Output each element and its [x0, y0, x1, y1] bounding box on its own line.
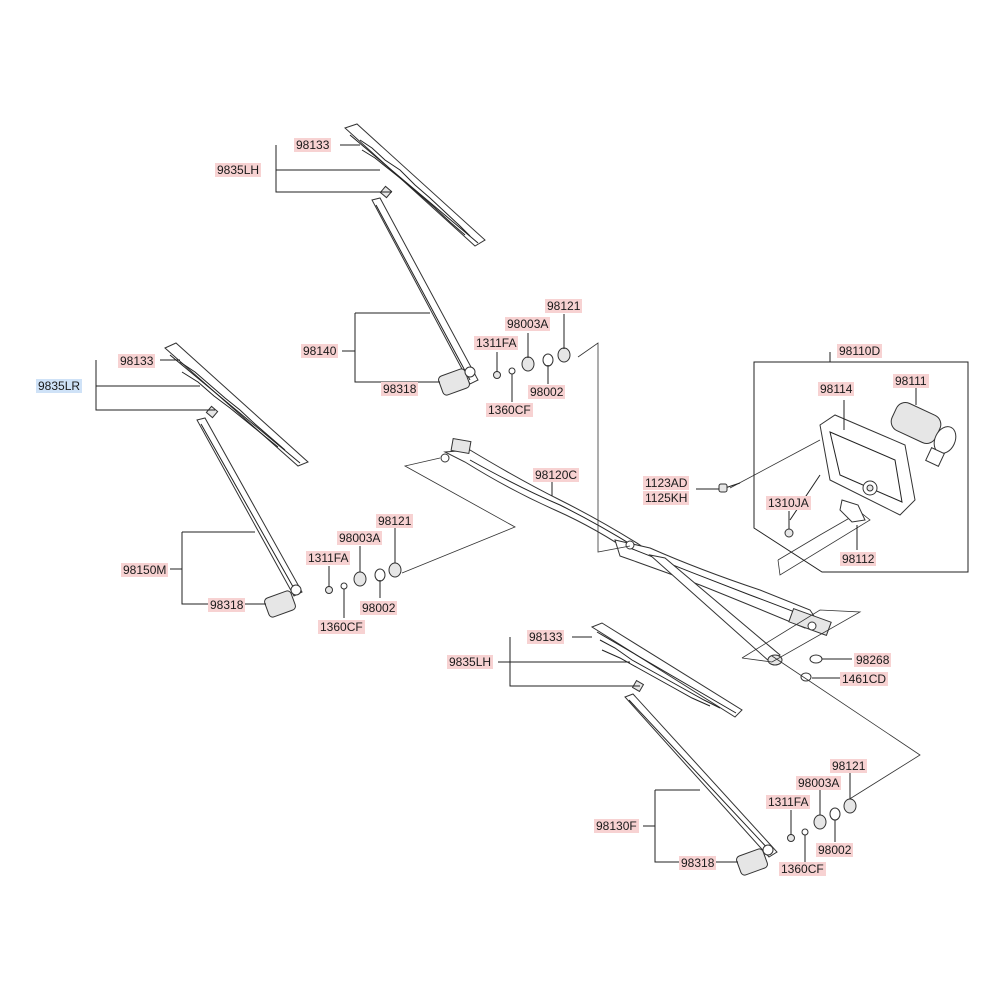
label-1311fa-top[interactable]: 1311FA — [474, 336, 519, 350]
label-98121-bottom[interactable]: 98121 — [830, 759, 868, 773]
label-1461cd[interactable]: 1461CD — [840, 672, 889, 686]
label-1360cf-bottom[interactable]: 1360CF — [779, 862, 826, 876]
motor-hardware — [718, 482, 866, 538]
label-98150m[interactable]: 98150M — [121, 563, 169, 577]
label-1311fa-left[interactable]: 1311FA — [306, 551, 351, 565]
label-98318-top[interactable]: 98318 — [381, 382, 419, 396]
label-1311fa-bottom[interactable]: 1311FA — [766, 795, 811, 809]
label-98130f[interactable]: 98130F — [594, 819, 639, 833]
top-wiper-arm — [371, 197, 479, 396]
label-98002-top[interactable]: 98002 — [528, 385, 566, 399]
label-98121-top[interactable]: 98121 — [545, 299, 583, 313]
label-1125kh[interactable]: 1125KH — [643, 491, 690, 505]
top-pivot-hardware — [493, 347, 571, 379]
label-98003a-left[interactable]: 98003A — [337, 531, 383, 545]
label-9835lr[interactable]: 9835LR — [36, 379, 83, 393]
wiper-motor — [819, 402, 957, 516]
label-98002-left[interactable]: 98002 — [360, 601, 398, 615]
bottom-wiper-blade — [590, 622, 743, 718]
linkage-leaders — [551, 476, 852, 682]
label-98318-bottom[interactable]: 98318 — [679, 856, 717, 870]
label-98110d[interactable]: 98110D — [837, 344, 883, 358]
left-wiper-blade — [164, 342, 309, 467]
label-98002-bottom[interactable]: 98002 — [816, 843, 854, 857]
left-pivot-hardware — [325, 562, 402, 594]
reference-dashes — [401, 342, 921, 801]
top-leaders — [275, 144, 565, 402]
label-98133-top[interactable]: 98133 — [294, 138, 332, 152]
label-98121-left[interactable]: 98121 — [376, 514, 414, 528]
label-98120c[interactable]: 98120C — [533, 468, 580, 482]
left-wiper-arm — [196, 417, 303, 618]
label-98140[interactable]: 98140 — [301, 344, 339, 358]
label-9835lh-bottom[interactable]: 9835LH — [447, 655, 494, 669]
label-1360cf-top[interactable]: 1360CF — [486, 403, 533, 417]
label-1123ad[interactable]: 1123AD — [643, 476, 690, 490]
wiper-linkage — [440, 437, 832, 666]
motor-box — [753, 352, 969, 573]
bottom-wiper-arm — [624, 693, 778, 876]
label-98133-left[interactable]: 98133 — [118, 354, 156, 368]
bottom-pivot-hardware — [787, 798, 857, 842]
label-9835lh-top[interactable]: 9835LH — [215, 163, 262, 177]
label-98003a-top[interactable]: 98003A — [505, 317, 551, 331]
label-98114[interactable]: 98114 — [818, 382, 855, 396]
label-98003a-bottom[interactable]: 98003A — [796, 776, 842, 790]
label-98112[interactable]: 98112 — [840, 552, 877, 566]
label-98111[interactable]: 98111 — [893, 374, 929, 388]
label-98318-left[interactable]: 98318 — [208, 598, 246, 612]
label-98268[interactable]: 98268 — [854, 653, 892, 667]
label-1360cf-left[interactable]: 1360CF — [318, 620, 365, 634]
left-leaders — [95, 359, 396, 618]
label-1310ja[interactable]: 1310JA — [766, 496, 811, 510]
top-wiper-blade — [344, 123, 486, 247]
label-98133-bottom[interactable]: 98133 — [527, 630, 565, 644]
